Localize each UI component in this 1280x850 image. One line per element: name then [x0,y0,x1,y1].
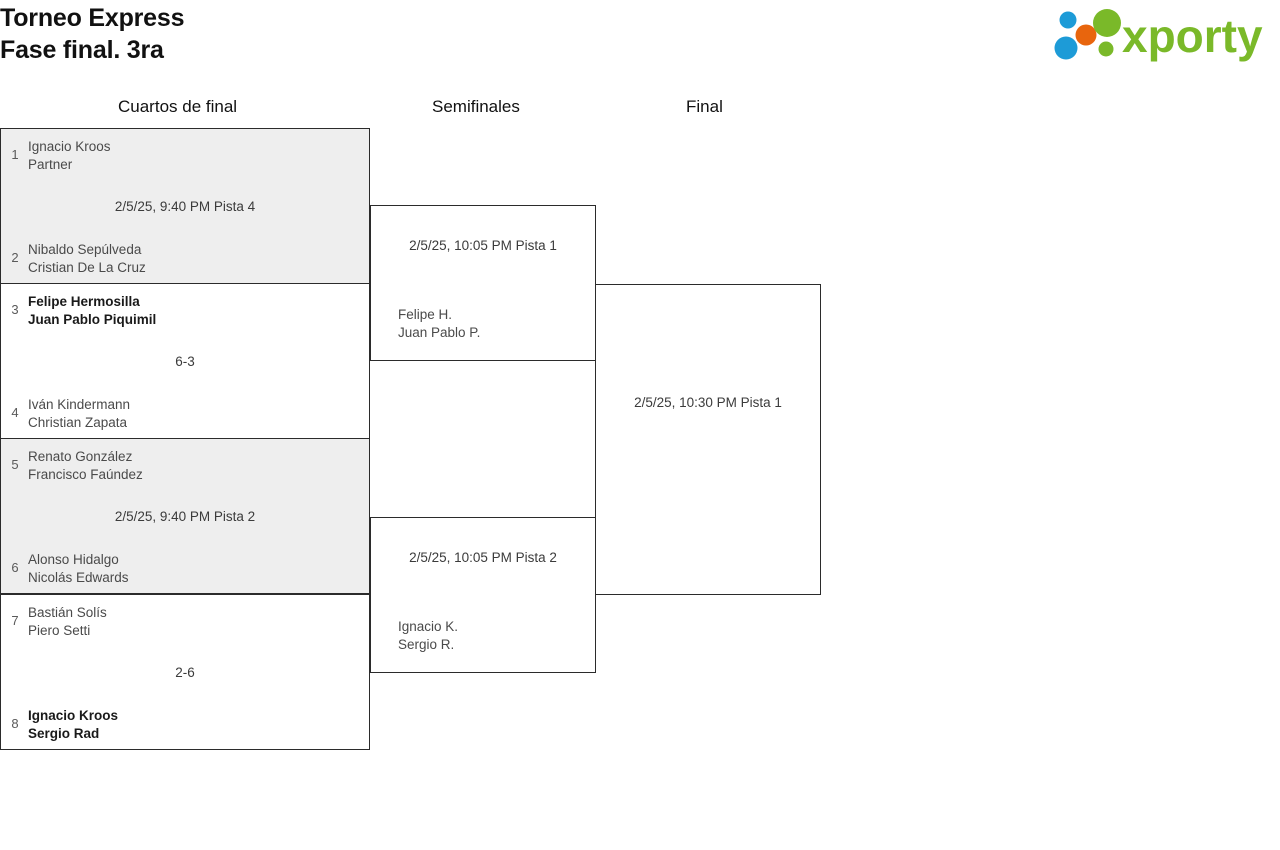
player-name: Sergio R. [398,637,455,652]
seed-number: 3 [11,302,19,317]
team-bottom[interactable]: Nibaldo Sepúlveda Cristian De La Cruz [28,241,363,277]
match-box-qf-3[interactable]: 5 Renato González Francisco Faúndez 2/5/… [0,438,370,594]
seed-number: 7 [11,613,19,628]
match-box-sf-1[interactable]: 2/5/25, 10:05 PM Pista 1 Felipe H. Juan … [370,205,596,361]
player-name: Christian Zapata [28,415,128,430]
match-score: 6-3 [175,354,195,369]
team-bottom[interactable]: Felipe H. Juan Pablo P. [398,306,589,342]
seed-number: 2 [11,250,19,265]
xporty-logo-graphic: xporty [1054,9,1263,62]
match-meta: 2/5/25, 10:30 PM Pista 1 [634,395,782,410]
player-name: Renato González [28,449,133,464]
round-header-semifinals: Semifinales [432,97,520,116]
logo-dot-blue-small [1059,11,1077,29]
logo-wordmark: xporty [1122,10,1263,62]
player-name: Juan Pablo Piquimil [28,312,157,327]
tournament-phase: Fase final. 3ra [0,36,164,64]
seed-number: 5 [11,457,19,472]
logo-dot-green-large [1093,9,1121,37]
match-box-qf-4[interactable]: 7 Bastián Solís Piero Setti 2-6 8 Ignaci… [0,594,370,750]
seed-number: 1 [11,147,19,162]
match-meta: 2/5/25, 10:05 PM Pista 2 [409,550,557,565]
team-top[interactable]: Felipe Hermosilla Juan Pablo Piquimil [28,293,363,329]
team-top[interactable]: Ignacio Kroos Partner [28,138,363,174]
player-name: Ignacio Kroos [28,139,111,154]
player-name: Ignacio K. [398,619,459,634]
match-box-final[interactable]: 2/5/25, 10:30 PM Pista 1 [595,284,821,595]
player-name: Alonso Hidalgo [28,552,119,567]
player-name: Sergio Rad [28,726,100,741]
seed-number: 8 [11,716,19,731]
team-top[interactable]: Renato González Francisco Faúndez [28,448,363,484]
match-meta: 2/5/25, 9:40 PM Pista 2 [114,509,256,524]
match-box-qf-2[interactable]: 3 Felipe Hermosilla Juan Pablo Piquimil … [0,283,370,439]
team-top[interactable]: Bastián Solís Piero Setti [28,604,363,640]
round-header-final: Final [686,97,723,116]
player-name: Francisco Faúndez [28,467,143,482]
match-box-sf-2[interactable]: 2/5/25, 10:05 PM Pista 2 Ignacio K. Serg… [370,517,596,673]
player-name: Partner [28,157,73,172]
player-name: Iván Kindermann [28,397,131,412]
team-bottom[interactable]: Ignacio K. Sergio R. [398,618,589,654]
player-name: Cristian De La Cruz [28,260,146,275]
match-score: 2-6 [175,665,195,680]
player-name: Felipe H. [398,307,453,322]
seed-number: 4 [11,405,19,420]
team-bottom[interactable]: Iván Kindermann Christian Zapata [28,396,363,432]
tournament-name: Torneo Express [0,4,185,32]
logo-dot-orange [1075,24,1097,46]
team-bottom[interactable]: Ignacio Kroos Sergio Rad [28,707,363,743]
player-name: Felipe Hermosilla [28,294,140,309]
page-title: Torneo Express Fase final. 3ra [0,2,185,66]
match-box-qf-1[interactable]: 1 Ignacio Kroos Partner 2/5/25, 9:40 PM … [0,128,370,284]
round-header-quarterfinals: Cuartos de final [118,97,238,116]
seed-number: 6 [11,560,19,575]
player-name: Juan Pablo P. [398,325,481,340]
player-name: Bastián Solís [28,605,107,620]
match-meta: 2/5/25, 9:40 PM Pista 4 [114,199,256,214]
player-name: Nibaldo Sepúlveda [28,242,142,257]
match-meta: 2/5/25, 10:05 PM Pista 1 [409,238,557,253]
logo-dot-blue-large [1054,36,1078,60]
player-name: Piero Setti [28,623,91,638]
logo-dot-green-small [1098,41,1114,57]
team-bottom[interactable]: Alonso Hidalgo Nicolás Edwards [28,551,363,587]
player-name: Ignacio Kroos [28,708,119,723]
xporty-logo[interactable]: xporty [1050,6,1280,66]
player-name: Nicolás Edwards [28,570,129,585]
